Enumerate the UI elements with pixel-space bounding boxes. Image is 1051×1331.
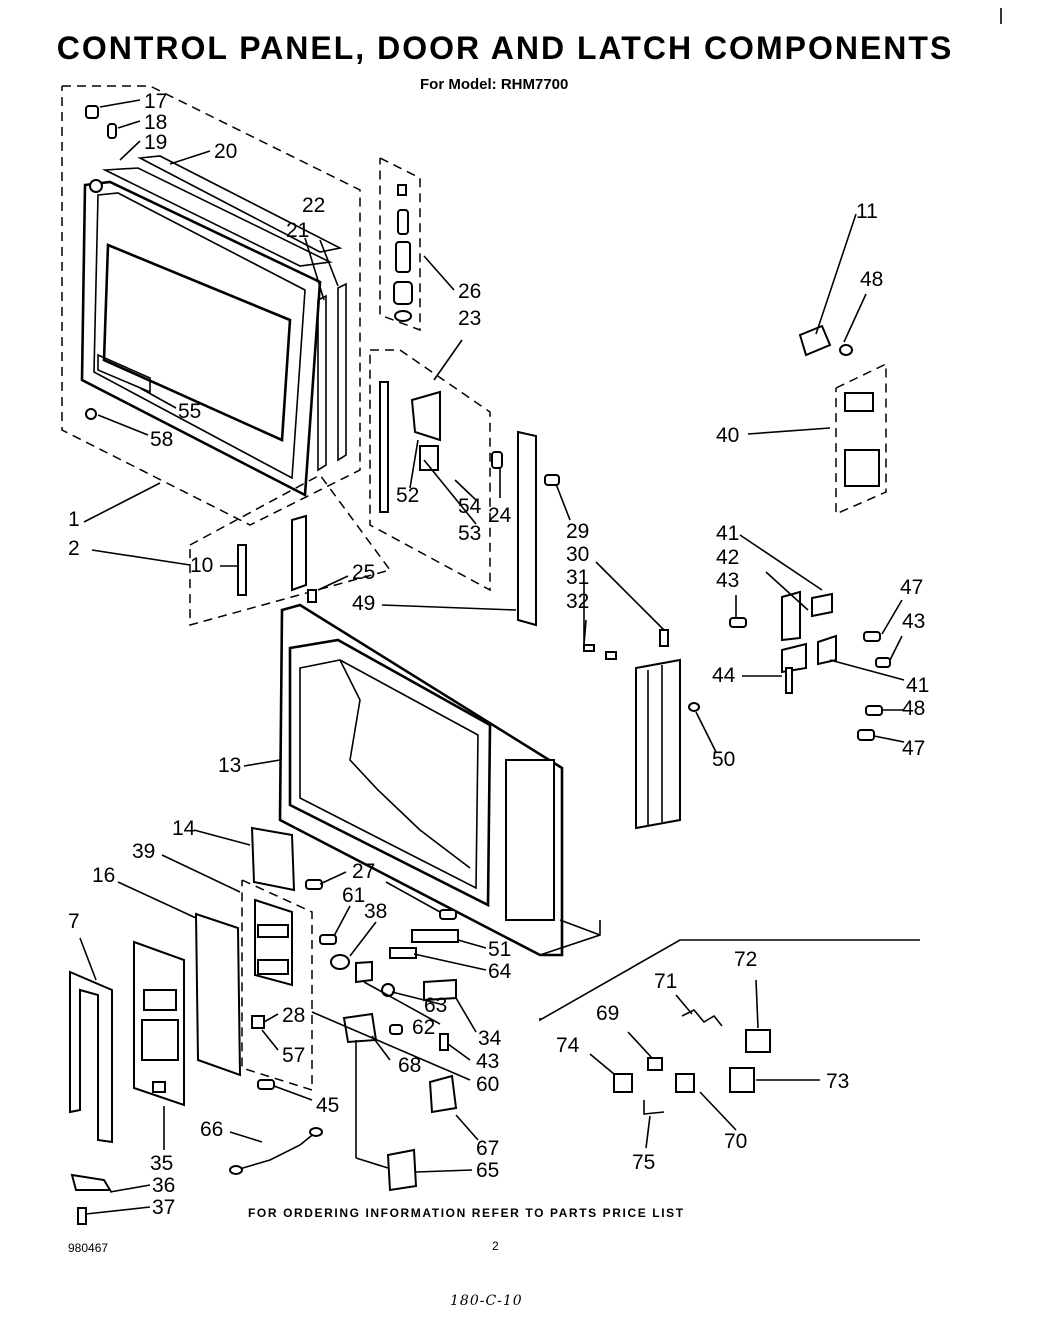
callout: 37	[152, 1196, 175, 1219]
control-panel-assembly	[69, 826, 459, 1225]
callout: 57	[282, 1044, 305, 1067]
callout: 23	[458, 307, 481, 330]
callout: 26	[458, 280, 481, 303]
callout: 62	[412, 1016, 435, 1039]
callout: 67	[476, 1137, 499, 1160]
callout: 69	[596, 1002, 619, 1025]
callout: 21	[286, 219, 309, 242]
callout: 17	[144, 90, 167, 113]
callout: 71	[654, 970, 677, 993]
callout: 52	[396, 484, 419, 507]
callout: 43	[476, 1050, 499, 1073]
callout: 22	[302, 194, 325, 217]
callout: 50	[712, 748, 735, 771]
callout: 64	[488, 960, 512, 983]
callout: 43	[902, 610, 925, 633]
callout: 11	[856, 200, 878, 223]
callout: 35	[150, 1152, 173, 1175]
callout: 74	[556, 1034, 580, 1057]
callout: 18	[144, 111, 167, 134]
callout: 41	[716, 522, 739, 545]
callout: 45	[316, 1094, 339, 1117]
callout: 2	[68, 537, 80, 560]
callout: 34	[478, 1027, 502, 1050]
callout: 58	[150, 428, 173, 451]
callout: 27	[352, 860, 375, 883]
callout: 55	[178, 400, 201, 423]
callout: 38	[364, 900, 387, 923]
callout: 28	[282, 1004, 305, 1027]
callout: 41	[906, 674, 929, 697]
callout: 31	[566, 566, 589, 589]
callout: 32	[566, 590, 589, 613]
hinge-assembly	[369, 157, 560, 592]
callout: 66	[200, 1118, 223, 1141]
page-title: CONTROL PANEL, DOOR AND LATCH COMPONENTS	[56, 30, 954, 66]
model-subtitle: For Model: RHM7700	[420, 76, 569, 93]
callout: 47	[902, 737, 925, 760]
callout: 42	[716, 546, 739, 569]
callout: 73	[826, 1070, 849, 1093]
callout: 47	[900, 576, 923, 599]
callout: 43	[716, 569, 739, 592]
small-parts-group	[539, 939, 920, 1115]
callout: 53	[458, 522, 481, 545]
callout: 48	[860, 268, 883, 291]
callout: 75	[632, 1151, 655, 1174]
callout-labels: 17 18 19 20 22 21 26 23 11 48 40 55 58 5…	[68, 90, 929, 1219]
door-assembly	[61, 85, 361, 526]
ordering-note: FOR ORDERING INFORMATION REFER TO PARTS …	[248, 1206, 685, 1220]
callout: 16	[92, 864, 115, 887]
callout: 40	[716, 424, 739, 447]
callout: 72	[734, 948, 757, 971]
callout: 36	[152, 1174, 175, 1197]
callout: 63	[424, 994, 447, 1017]
callout: 48	[902, 697, 925, 720]
callout: 7	[68, 910, 80, 933]
callout: 49	[352, 592, 375, 615]
callout: 24	[488, 504, 512, 527]
callout: 65	[476, 1159, 499, 1182]
page-number: 2	[492, 1239, 499, 1253]
callout: 44	[712, 664, 736, 687]
oven-front-frame	[278, 603, 601, 957]
callout: 39	[132, 840, 155, 863]
handwritten-note: 180-C-10	[450, 1293, 523, 1309]
callout: 13	[218, 754, 241, 777]
callout: 60	[476, 1073, 499, 1096]
callout: 29	[566, 520, 589, 543]
lower-door-parts	[189, 474, 392, 626]
callout: 1	[68, 508, 80, 531]
leader-lines	[79, 99, 905, 1215]
latch-bar	[517, 430, 537, 627]
switch-assembly	[729, 324, 891, 741]
callout: 30	[566, 543, 589, 566]
callout: 68	[398, 1054, 421, 1077]
callout: 19	[144, 131, 167, 154]
callout: 61	[342, 884, 365, 907]
document-number: 980467	[68, 1241, 109, 1255]
callout: 51	[488, 938, 511, 961]
callout: 20	[214, 140, 237, 163]
callout: 70	[724, 1130, 747, 1153]
callout: 54	[458, 495, 482, 518]
callout: 14	[172, 817, 196, 840]
callout: 25	[352, 561, 375, 584]
callout: 10	[190, 554, 213, 577]
latch-housing	[583, 629, 700, 830]
